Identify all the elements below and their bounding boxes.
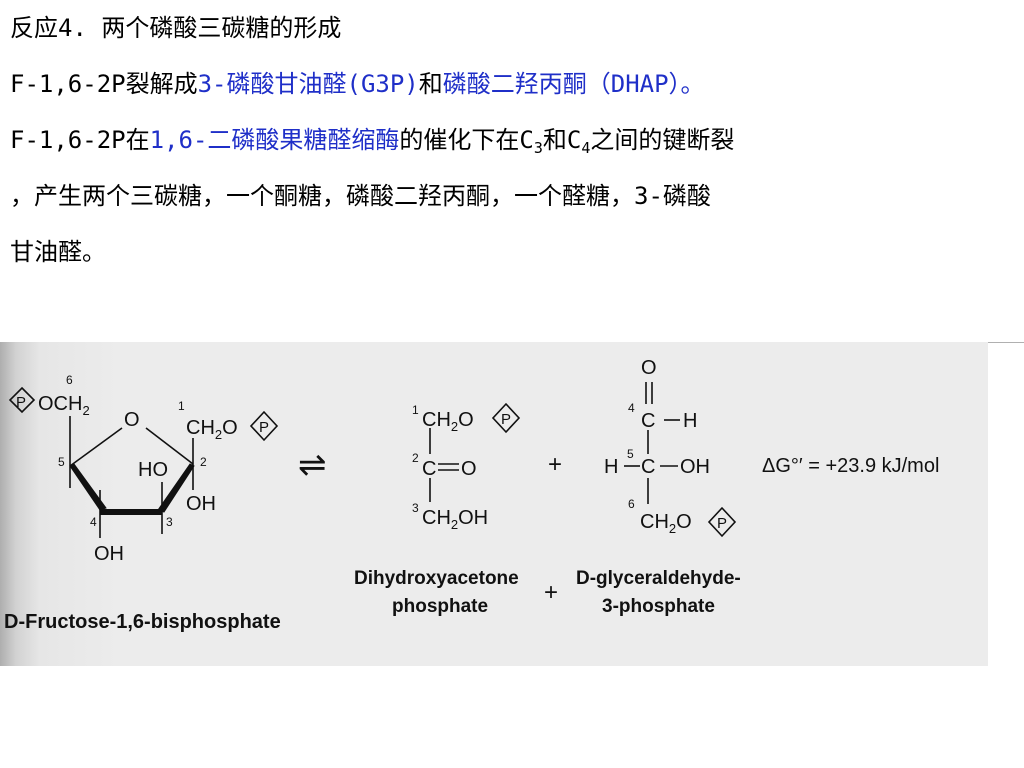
phosphate-diamond-right [249, 410, 279, 442]
g3p-h4: H [683, 410, 697, 432]
ch2o-label: CH2O [186, 417, 238, 442]
g3p-number-6: 6 [628, 497, 635, 511]
text-line-2-and: 和 [418, 70, 443, 98]
delta-g-label: ΔG°′ = +23.9 kJ/mol [762, 455, 939, 477]
g3p-labels: O C H H C OH CH2O P 4 5 6 D-glyceraldehy… [576, 357, 741, 617]
phosphate-p-left: P [16, 394, 26, 411]
fructose-labels: P OCH2 O CH2O P HO OH OH 6 5 4 3 2 1 D-F… [4, 373, 281, 633]
g3p-ch2o-label: CH2O [640, 511, 692, 536]
text-line-4: ，产生两个三碳糖，一个酮糖，磷酸二羟丙酮，一个醛糖，3-磷酸 [10, 182, 711, 210]
dhap-term: 磷酸二羟丙酮（DHAP）。 [442, 70, 705, 98]
oh-c4-label: OH [94, 543, 124, 565]
plus-sign-bottom: + [544, 579, 558, 606]
dhap-name-line1: Dihydroxyacetone [354, 568, 519, 589]
carbon-number-2: 2 [200, 455, 207, 469]
dhap-labels: CH2O P C O CH2OH 1 2 3 Dihydroxyacetone … [354, 403, 519, 617]
ho-label: HO [138, 459, 168, 481]
fructose-structure [8, 386, 279, 538]
dhap-phosphate-diamond [491, 402, 521, 434]
slide-text: 反应4. 两个磷酸三碳糖的形成 F-1,6-2P裂解成3-磷酸甘油醛(G3P)和… [10, 0, 1016, 280]
carbon-number-1: 1 [178, 399, 185, 413]
c4-subscript: 4 [581, 139, 591, 157]
phosphate-diamond-left [8, 386, 36, 414]
dhap-number-2: 2 [412, 451, 419, 465]
g3p-number-4: 4 [628, 401, 635, 415]
g3p-h5: H [604, 456, 618, 478]
reaction-figure: P OCH2 O CH2O P HO OH OH 6 5 4 3 2 1 D-F… [0, 342, 988, 666]
carbon-number-3: 3 [166, 515, 173, 529]
g3p-name-line2: 3-phosphate [602, 596, 715, 617]
dhap-name-line2: phosphate [392, 596, 488, 617]
g3p-name-line1: D-glyceraldehyde- [576, 568, 741, 589]
bond-c5-o [69, 427, 123, 467]
slide-divider [988, 342, 1024, 343]
dhap-structure [429, 402, 521, 502]
carbon-number-6: 6 [66, 373, 73, 387]
dhap-number-1: 1 [412, 403, 419, 417]
equilibrium-arrow: ⇌ [298, 446, 327, 484]
g3p-oh5: OH [680, 456, 710, 478]
dhap-carbonyl-c: C [422, 458, 436, 480]
bond-o-c2 [145, 427, 194, 465]
text-line-2-prefix: F-1,6-2P裂解成 [10, 70, 198, 98]
dhap-double-bond [438, 463, 459, 471]
g3p-term: 3-磷酸甘油醛(G3P) [197, 70, 419, 98]
text-line-3-prefix: F-1,6-2P在 [10, 126, 150, 154]
oh-c2-label: OH [186, 493, 216, 515]
text-line-3-mid: 的催化下在C [399, 126, 534, 154]
dhap-ch2oh-label: CH2OH [422, 507, 488, 532]
slide-title: 反应4. 两个磷酸三碳糖的形成 [10, 14, 342, 42]
dhap-ch2o-label: CH2O [422, 409, 474, 434]
text-line-3-tail: 之间的键断裂 [590, 126, 735, 154]
fructose-name-label: D-Fructose-1,6-bisphosphate [4, 611, 281, 633]
text-line-3-and: 和C [542, 126, 582, 154]
dhap-carbonyl-o: O [461, 458, 477, 480]
enzyme-term: 1,6-二磷酸果糖醛缩酶 [149, 126, 400, 154]
text-line-3: F-1,6-2P在1,6-二磷酸果糖醛缩酶的催化下在C3和C4之间的键断裂 [10, 112, 1016, 168]
c3-subscript: 3 [533, 139, 543, 157]
text-line-2: F-1,6-2P裂解成3-磷酸甘油醛(G3P)和磷酸二羟丙酮（DHAP）。 [10, 56, 1016, 112]
och2-label: OCH2 [38, 393, 90, 418]
g3p-c4: C [641, 410, 655, 432]
carbon-number-5: 5 [58, 455, 65, 469]
reaction-diagram: P OCH2 O CH2O P HO OH OH 6 5 4 3 2 1 D-F… [4, 357, 939, 633]
g3p-phosphate-diamond [707, 506, 737, 538]
plus-sign-top: + [548, 451, 562, 478]
g3p-number-5: 5 [627, 447, 634, 461]
ring-oxygen: O [124, 409, 140, 431]
g3p-c5: C [641, 456, 655, 478]
g3p-phosphate-p: P [717, 515, 727, 532]
bond-c5-c4 [69, 463, 107, 511]
dhap-phosphate-p: P [501, 411, 511, 428]
text-line-5: 甘油醛。 [10, 238, 106, 266]
dhap-number-3: 3 [412, 501, 419, 515]
g3p-aldehyde-o: O [641, 357, 657, 379]
g3p-structure [624, 382, 737, 538]
carbon-number-4: 4 [90, 515, 97, 529]
phosphate-p-right: P [259, 419, 269, 436]
